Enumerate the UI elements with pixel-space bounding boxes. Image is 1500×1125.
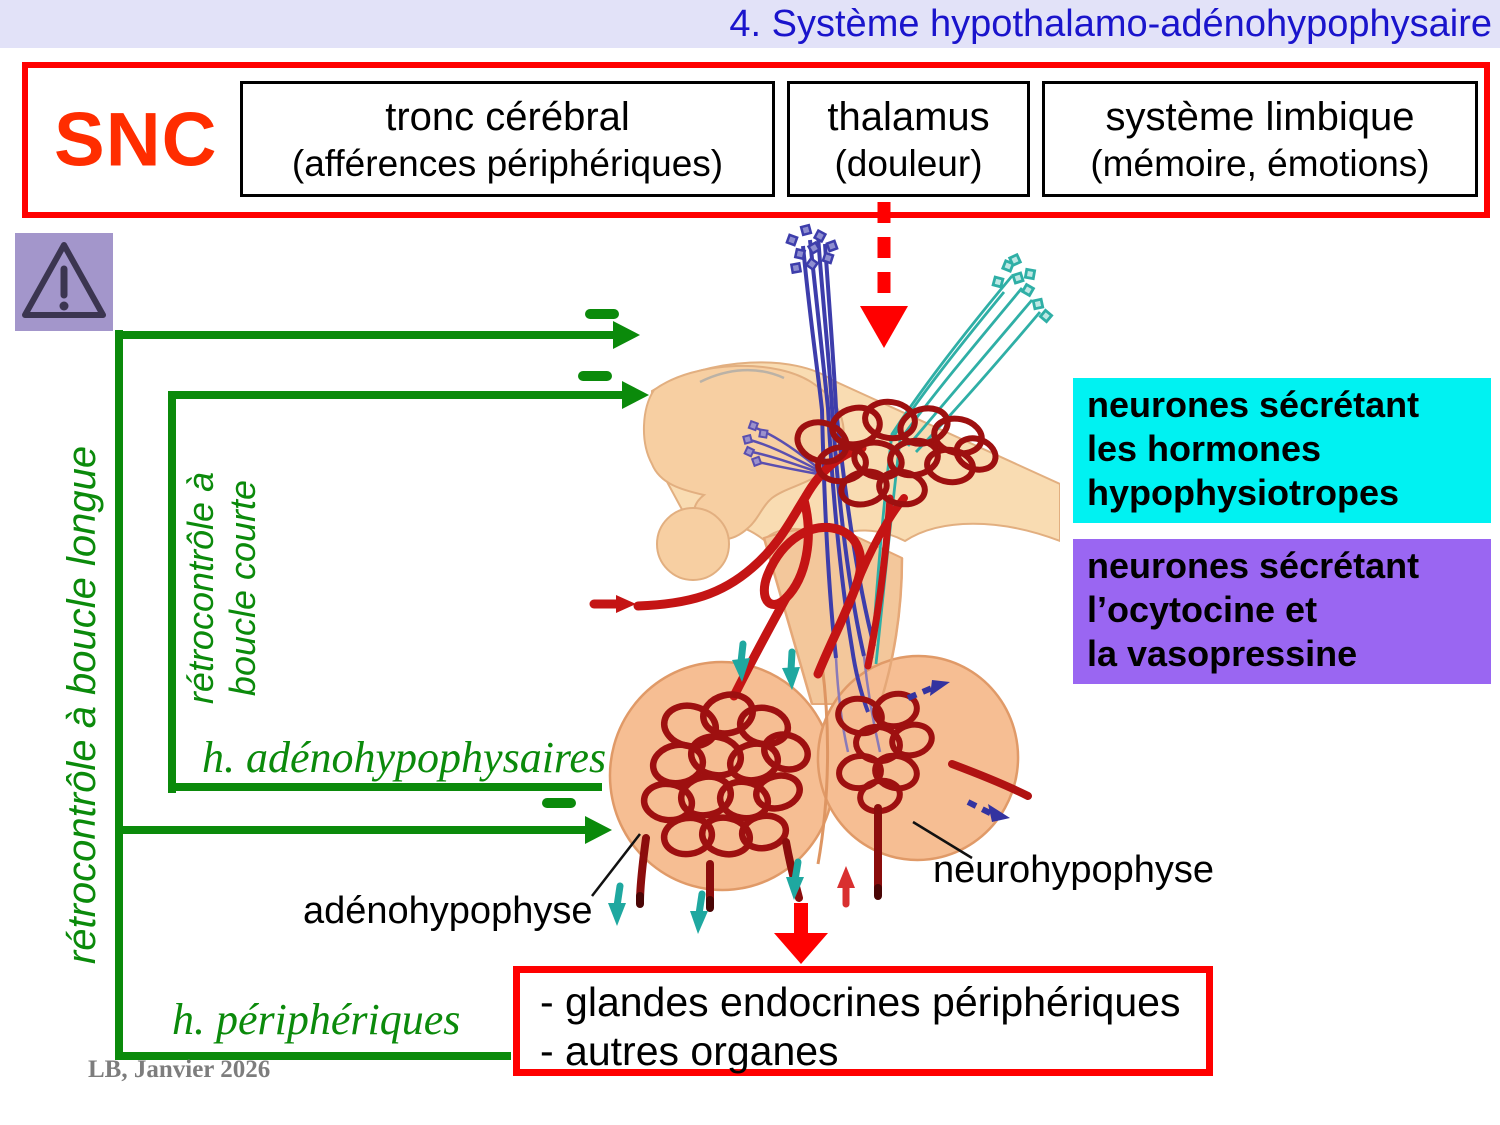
- title-band: 4. Système hypothalamo-adénohypophysaire: [0, 0, 1500, 48]
- minus-sign-2: [578, 371, 612, 381]
- oxytocin-note-line2: l’ocytocine et: [1087, 589, 1318, 630]
- hypophysiotropic-note-line3: hypophysiotropes: [1087, 472, 1400, 513]
- warning-triangle-icon: [22, 242, 106, 318]
- warning-icon: [15, 233, 113, 331]
- snc-label: SNC: [54, 97, 218, 183]
- long-loop-top-arrow-line: [115, 331, 615, 339]
- short-loop-label-line1: rétrocontrôle à: [180, 471, 221, 705]
- snc-input-thalamus: thalamus (douleur): [787, 81, 1030, 197]
- neurohypophysis-pointer-line: [912, 820, 973, 860]
- limbic-subtitle: (mémoire, émotions): [1090, 143, 1430, 184]
- snc-box: SNC tronc cérébral (afférences périphéri…: [22, 62, 1490, 218]
- snc-input-brainstem: tronc cérébral (afférences périphériques…: [240, 81, 775, 197]
- oxytocin-note-line1: neurones sécrétant: [1087, 545, 1420, 586]
- hypophysiotropic-note-line2: les hormones: [1087, 428, 1322, 469]
- oxytocin-note-line3: la vasopressine: [1087, 633, 1358, 674]
- peripheral-hormones-label: h. périphériques: [172, 995, 461, 1044]
- hypophysiotropic-note: neurones sécrétant les hormones hypophys…: [1073, 378, 1491, 523]
- short-loop-return-line: [172, 783, 602, 791]
- minus-sign-3: [542, 798, 576, 808]
- target-line2: - autres organes: [540, 1028, 839, 1074]
- long-loop-bottom-line: [115, 1052, 511, 1060]
- neuro-plexus: [835, 690, 935, 815]
- snc-input-limbic: système limbique (mémoire, émotions): [1042, 81, 1478, 197]
- oxytocin-note: neurones sécrétant l’ocytocine et la vas…: [1073, 539, 1491, 684]
- long-loop-adeno-arrowhead-icon: [585, 816, 612, 844]
- short-loop-label-line2: boucle courte: [222, 479, 263, 697]
- secretion-arrows-teal: [608, 640, 804, 934]
- short-loop-top-arrowhead-icon: [622, 381, 649, 409]
- hypothalamus-pituitary-illustration: [589, 202, 1060, 934]
- blood-in-arrow: [837, 866, 855, 908]
- output-arrow-shaft: [794, 903, 808, 935]
- minus-sign-1: [585, 309, 619, 319]
- long-loop-adeno-arrow-line: [115, 826, 587, 834]
- short-loop-label: rétrocontrôle à boucle courte: [180, 438, 264, 738]
- peripheral-targets-box: - glandes endocrines périphériques - aut…: [513, 966, 1213, 1076]
- short-loop-vertical-line: [168, 391, 176, 793]
- artery-in-arrow: [616, 595, 636, 613]
- short-loop-top-arrow-line: [168, 391, 624, 399]
- target-line1: - glandes endocrines périphériques: [540, 979, 1181, 1025]
- long-loop-label: rétrocontrôle à boucle longue: [60, 445, 104, 965]
- thalamus-input-arrow: [860, 202, 908, 348]
- neurohypophysis-label: neurohypophyse: [933, 849, 1214, 891]
- long-loop-vertical-line: [115, 330, 123, 1060]
- brainstem-title: tronc cérébral: [385, 95, 630, 139]
- adenohypophysis-label: adénohypophyse: [303, 890, 593, 932]
- adenohypophysis-pointer-line: [591, 833, 641, 897]
- page-title: 4. Système hypothalamo-adénohypophysaire: [729, 3, 1492, 45]
- author-date: LB, Janvier 2026: [88, 1056, 271, 1083]
- brainstem-subtitle: (afférences périphériques): [291, 143, 724, 184]
- primary-plexus: [794, 398, 999, 508]
- hormone-out-arrows: [906, 680, 1010, 822]
- adeno-hormones-label: h. adénohypophysaires: [202, 733, 607, 782]
- secondary-plexus-adeno: [640, 691, 811, 858]
- thalamus-title: thalamus: [827, 95, 990, 139]
- hypophysiotropic-note-line1: neurones sécrétant: [1087, 384, 1420, 425]
- output-arrowhead-icon: [774, 933, 828, 964]
- parvocellular-neuron-fan: [742, 419, 819, 476]
- limbic-title: système limbique: [1105, 95, 1415, 139]
- long-loop-top-arrowhead-icon: [613, 321, 640, 349]
- thalamus-subtitle: (douleur): [834, 143, 983, 184]
- portal-vessels: [589, 443, 1032, 800]
